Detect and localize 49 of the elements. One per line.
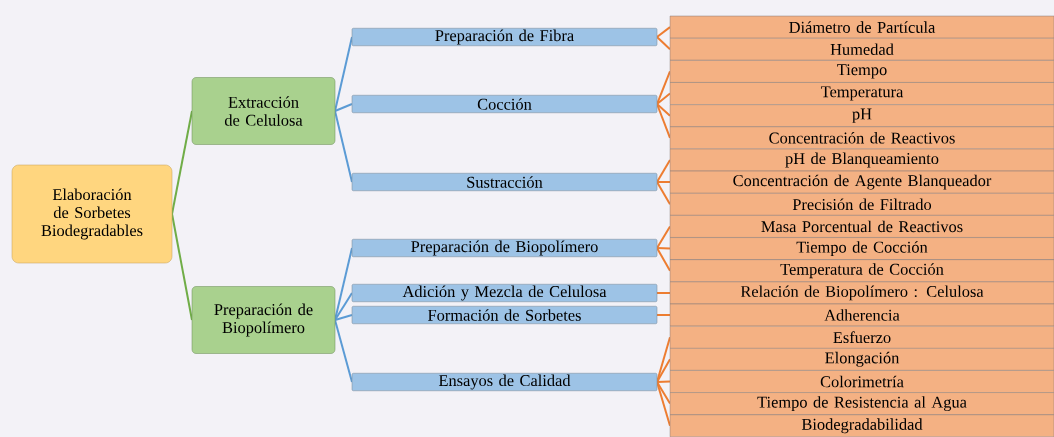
connector-line xyxy=(656,358,671,383)
variable-box: Colorimetría xyxy=(669,370,1054,393)
root-box: Elaboración de Sorbetes Biodegradables xyxy=(11,164,173,264)
variable-box: Concentración de Reactivos xyxy=(669,126,1054,150)
variable-box: pH de Blanqueamiento xyxy=(669,148,1054,172)
variable-box: Relación de Biopolímero : Celulosa xyxy=(669,281,1054,305)
variable-box: Tiempo de Cocción xyxy=(669,237,1054,260)
variable-box: Diámetro de Partícula xyxy=(669,15,1054,39)
node-label: Tiempo de Resistencia al Agua xyxy=(757,396,967,412)
connector-line xyxy=(334,110,353,183)
node-label: pH de Blanqueamiento xyxy=(785,152,939,168)
connector-line xyxy=(656,381,671,405)
variable-box: Esfuerzo xyxy=(669,325,1054,349)
node-label: Temperatura de Cocción xyxy=(780,263,944,279)
process-box: Cocción xyxy=(351,95,658,113)
connector-line xyxy=(656,381,671,427)
connector-line xyxy=(656,103,671,139)
category-box: Extracción de Celulosa xyxy=(191,77,336,145)
connector-line xyxy=(334,319,353,383)
variable-box: Tiempo de Resistencia al Agua xyxy=(669,392,1054,415)
variable-box: Precisión de Filtrado xyxy=(669,193,1054,216)
connector-line xyxy=(656,225,671,249)
node-label: Precisión de Filtrado xyxy=(792,198,932,211)
node-label: Adherencia xyxy=(824,309,900,321)
variable-box: pH xyxy=(669,104,1054,127)
process-box: Formación de Sorbetes xyxy=(351,306,658,325)
category-box: Preparación de Biopolímero xyxy=(191,286,336,354)
variable-box: Biodegradabilidad xyxy=(669,414,1054,437)
variable-box: Concentración de Agente Blanqueador xyxy=(669,170,1054,194)
variable-box: Humedad xyxy=(669,37,1054,61)
connector-line xyxy=(334,103,353,112)
process-box: Ensayos de Calidad xyxy=(351,373,658,392)
variable-box: Masa Porcentual de Reactivos xyxy=(669,215,1054,238)
process-box: Preparación de Fibra xyxy=(351,28,658,46)
node-label: Tiempo xyxy=(837,64,887,79)
process-box: Preparación de Biopolímero xyxy=(351,239,658,257)
process-box: Adición y Mezcla de Celulosa xyxy=(351,284,658,302)
variable-box: Elongación xyxy=(669,348,1054,371)
variable-box: Temperatura de Cocción xyxy=(669,259,1054,283)
variable-box: Temperatura xyxy=(669,82,1054,105)
variable-box: Tiempo xyxy=(669,60,1054,83)
connector-line xyxy=(334,36,353,112)
connector-line xyxy=(656,181,671,206)
connector-line xyxy=(656,159,671,183)
connector-line xyxy=(334,292,353,321)
process-box: Sustracción xyxy=(351,173,658,192)
connector-line xyxy=(656,247,671,272)
connector-line xyxy=(171,110,193,215)
variable-box: Adherencia xyxy=(669,303,1054,327)
